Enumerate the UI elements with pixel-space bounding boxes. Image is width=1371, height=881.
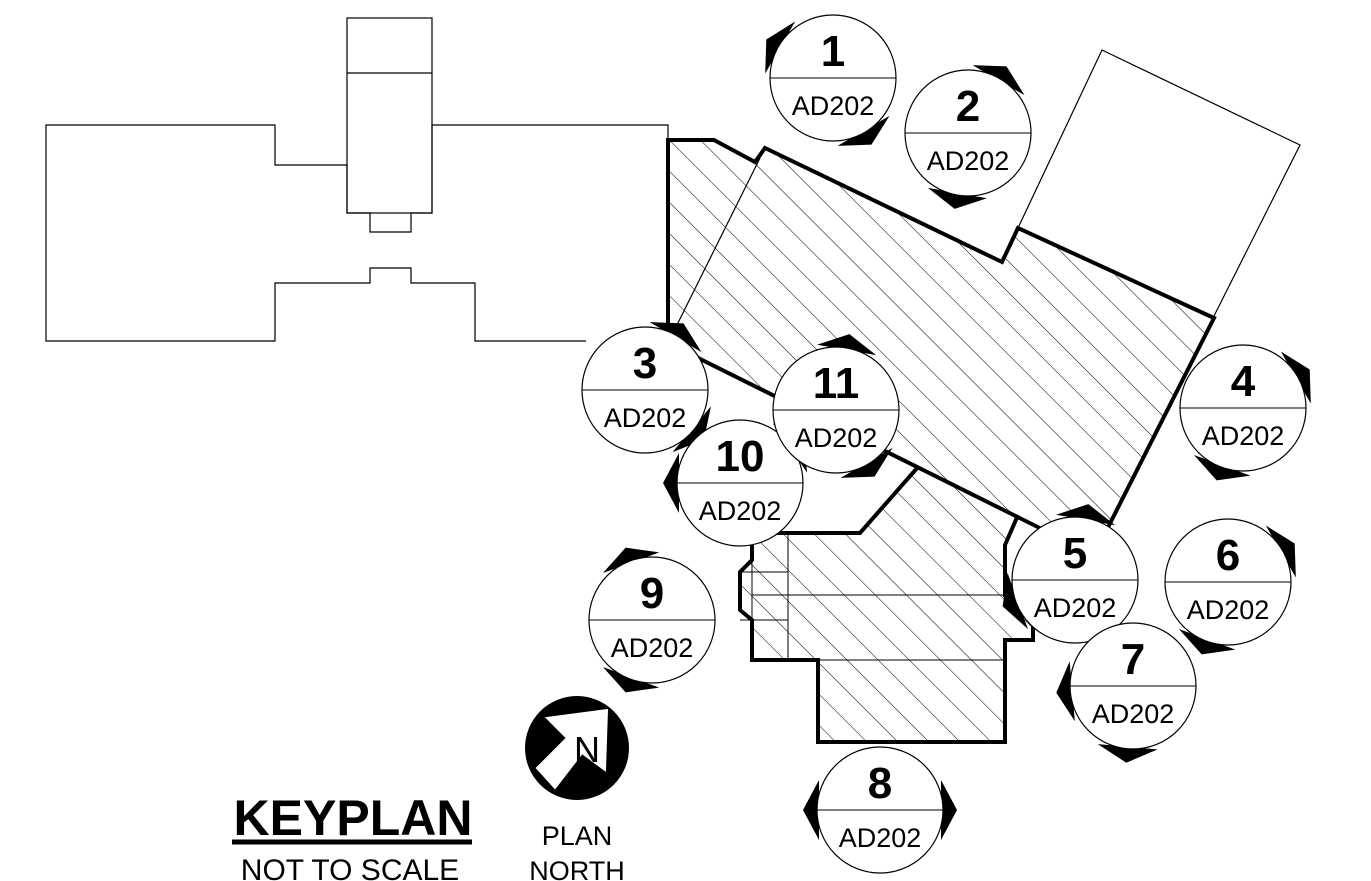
- north-letter: N: [574, 729, 600, 770]
- section-number: 7: [1121, 635, 1145, 684]
- section-number: 5: [1063, 529, 1087, 578]
- north-label-line1: PLAN: [542, 821, 613, 851]
- section-sheet-ref: AD202: [604, 403, 687, 433]
- section-number: 9: [640, 569, 664, 618]
- north-label-line2: NORTH: [529, 856, 625, 881]
- section-number: 11: [813, 359, 860, 408]
- section-sheet-ref: AD202: [1202, 421, 1285, 451]
- section-number: 8: [868, 759, 892, 808]
- section-sheet-ref: AD202: [1187, 595, 1270, 625]
- section-number: 3: [633, 339, 657, 388]
- section-number: 10: [716, 432, 765, 481]
- section-number: 6: [1216, 531, 1240, 580]
- section-arrow-icon: [817, 334, 877, 356]
- section-sheet-ref: AD202: [699, 496, 782, 526]
- section-arrow-icon: [803, 780, 819, 840]
- section-number: 1: [821, 27, 845, 76]
- section-arrow-icon: [663, 453, 679, 513]
- section-number: 4: [1231, 357, 1256, 406]
- section-sheet-ref: AD202: [795, 423, 878, 453]
- north-arrow: N: [525, 696, 629, 800]
- section-number: 2: [956, 82, 980, 131]
- section-arrow-icon: [927, 187, 987, 209]
- section-sheet-ref: AD202: [1034, 593, 1117, 623]
- section-sheet-ref: AD202: [611, 633, 694, 663]
- keyplan-subtitle: NOT TO SCALE: [241, 854, 459, 881]
- north-arrow-icon: [535, 708, 609, 790]
- section-arrow-icon: [941, 780, 957, 840]
- keyplan-title: KEYPLAN: [234, 790, 473, 846]
- section-sheet-ref: AD202: [839, 823, 922, 853]
- section-sheet-ref: AD202: [792, 91, 875, 121]
- section-sheet-ref: AD202: [927, 146, 1010, 176]
- section-sheet-ref: AD202: [1092, 699, 1175, 729]
- section-arrow-icon: [1056, 504, 1116, 526]
